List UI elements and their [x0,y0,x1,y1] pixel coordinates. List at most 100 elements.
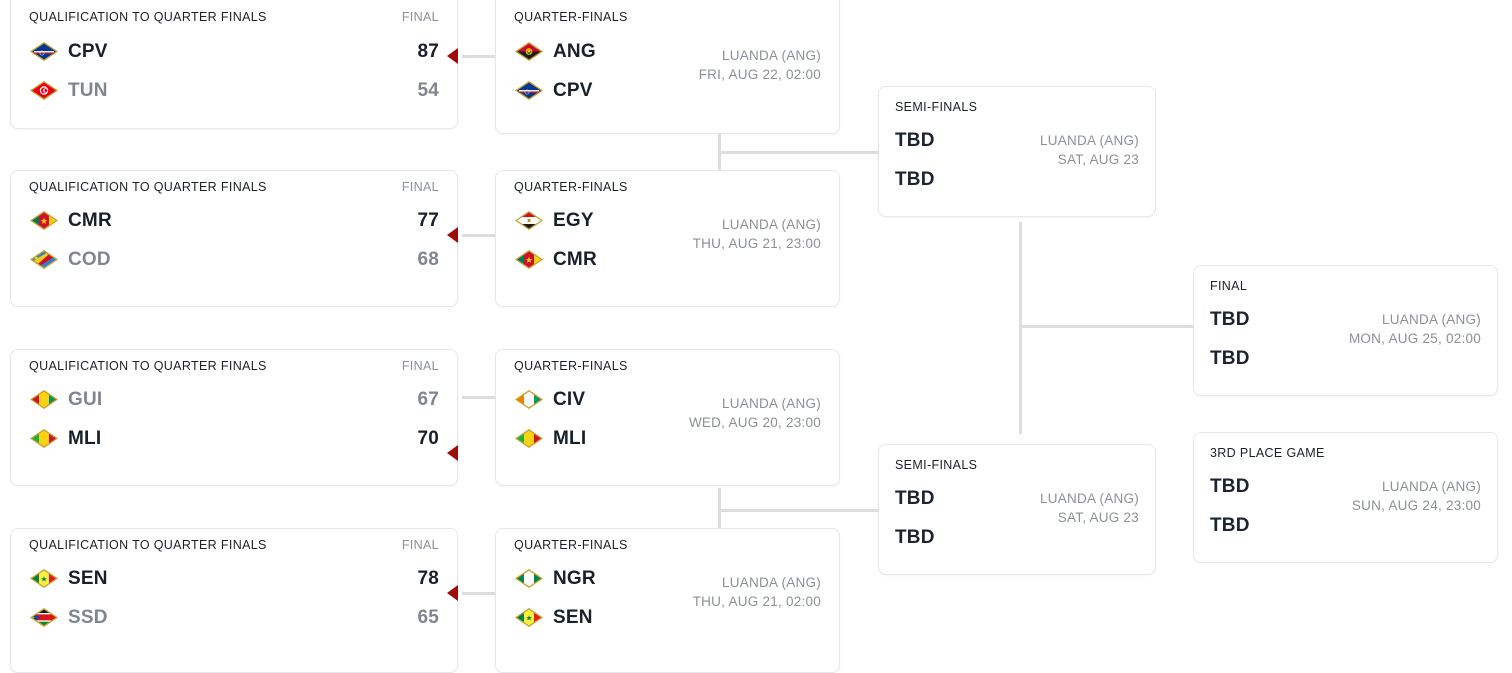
quarter-final-card-3[interactable]: QUARTER-FINALS CIV [495,349,840,486]
connector-semi-to-final [1019,325,1197,328]
quarter-final-card-4[interactable]: QUARTER-FINALS NGR [495,528,840,673]
quarter-final-card-2[interactable]: QUARTER-FINALS EGY [495,170,840,307]
flag-cmr-icon [515,250,543,269]
semi-final-card-2[interactable]: SEMI-FINALS TBD TBD LUANDA (ANG) SAT, AU… [878,444,1156,575]
team-code: TBD [1210,308,1250,330]
card-title: SEMI-FINALS [895,458,978,472]
qualification-card-2[interactable]: QUALIFICATION TO QUARTER FINALS FINAL CM… [10,170,458,307]
qualification-card-3[interactable]: QUALIFICATION TO QUARTER FINALS FINAL GU… [10,349,458,486]
team-rows: TBD TBD [895,479,1015,557]
game-datetime: SAT, AUG 23 [1057,510,1139,525]
team-code: NGR [553,567,596,589]
game-venue: LUANDA (ANG) [1039,491,1139,506]
table-row[interactable]: TBD [895,518,1015,557]
final-score-label: FINAL [401,180,439,194]
game-venue: LUANDA (ANG) [721,48,821,63]
team-rows: NGR SEN [514,559,694,637]
table-row[interactable]: CPV [514,71,694,110]
team-code: GUI [68,388,103,410]
quarter-final-card-1[interactable]: QUARTER-FINALS ANG [495,0,840,134]
team-score: 67 [417,388,439,410]
table-row[interactable]: MLI [514,419,694,458]
card-header: QUARTER-FINALS [514,10,821,24]
table-row[interactable]: ANG [514,32,694,71]
table-row[interactable]: TBD [1210,300,1330,339]
table-row[interactable]: GUI 67 [29,380,439,419]
semi-final-card-1[interactable]: SEMI-FINALS TBD TBD LUANDA (ANG) SAT, AU… [878,86,1156,217]
winner-arrow-qual-4 [447,585,458,601]
card-header: QUALIFICATION TO QUARTER FINALS FINAL [29,359,439,373]
table-row[interactable]: MLI 70 [29,419,439,458]
qualification-card-4[interactable]: QUALIFICATION TO QUARTER FINALS FINAL SE… [10,528,458,673]
table-row[interactable]: SSD 65 [29,598,439,637]
table-row[interactable]: SEN [514,598,694,637]
card-header: QUALIFICATION TO QUARTER FINALS FINAL [29,10,439,24]
table-row[interactable]: CIV [514,380,694,419]
team-code: CMR [68,209,112,231]
final-score-label: FINAL [401,538,439,552]
table-row[interactable]: TBD [895,160,1015,199]
qualification-card-1[interactable]: QUALIFICATION TO QUARTER FINALS FINAL CP… [10,0,458,129]
card-header: QUALIFICATION TO QUARTER FINALS FINAL [29,538,439,552]
table-row[interactable]: TBD [1210,467,1330,506]
game-meta: LUANDA (ANG) SAT, AUG 23 [1040,489,1139,527]
card-header: SEMI-FINALS [895,100,1139,114]
game-venue: LUANDA (ANG) [1381,479,1481,494]
table-row[interactable]: TUN 54 [29,71,439,110]
flag-tun-icon [30,81,58,100]
card-header: QUARTER-FINALS [514,359,821,373]
card-title: QUALIFICATION TO QUARTER FINALS [29,180,267,194]
flag-mli-icon [515,429,543,448]
final-card[interactable]: FINAL TBD TBD LUANDA (ANG) MON, AUG 25, … [1193,265,1498,396]
card-header: QUALIFICATION TO QUARTER FINALS FINAL [29,180,439,194]
team-rows: TBD TBD [895,121,1015,199]
game-datetime: WED, AUG 20, 23:00 [688,415,821,430]
game-datetime: THU, AUG 21, 02:00 [692,594,821,609]
game-venue: LUANDA (ANG) [1039,133,1139,148]
team-rows: CIV MLI [514,380,694,458]
team-rows: SEN 78 SSD [29,559,439,637]
table-row[interactable]: SEN 78 [29,559,439,598]
team-code: CIV [553,388,586,410]
connector-qf-pair-1-to-semi [718,151,880,154]
card-header: QUARTER-FINALS [514,180,821,194]
flag-cpv-icon [515,81,543,100]
connector-semi-vertical [1019,222,1022,434]
table-row[interactable]: NGR [514,559,694,598]
table-row[interactable]: EGY [514,201,694,240]
flag-gui-icon [30,390,58,409]
team-rows: TBD TBD [1210,300,1330,378]
card-title: QUARTER-FINALS [514,10,628,24]
flag-civ-icon [515,390,543,409]
table-row[interactable]: TBD [1210,506,1330,545]
table-row[interactable]: CMR [514,240,694,279]
table-row[interactable]: TBD [1210,339,1330,378]
table-row[interactable]: TBD [895,479,1015,518]
team-score: 78 [417,567,439,589]
game-meta: LUANDA (ANG) SUN, AUG 24, 23:00 [1352,477,1481,515]
flag-egy-icon [515,211,543,230]
card-header: SEMI-FINALS [895,458,1139,472]
game-meta: LUANDA (ANG) THU, AUG 21, 02:00 [693,573,821,611]
card-title: QUALIFICATION TO QUARTER FINALS [29,359,267,373]
table-row[interactable]: CMR 77 [29,201,439,240]
table-row[interactable]: TBD [895,121,1015,160]
team-rows: GUI 67 MLI 70 [29,380,439,458]
table-row[interactable]: CPV 87 [29,32,439,71]
game-meta: LUANDA (ANG) MON, AUG 25, 02:00 [1349,310,1481,348]
team-code: TUN [68,79,108,101]
connector-qual-1 [462,55,498,58]
flag-mli-icon [30,429,58,448]
team-code: TBD [1210,514,1250,536]
flag-ang-icon [515,42,543,61]
team-code: TBD [895,487,935,509]
game-datetime: FRI, AUG 22, 02:00 [698,67,821,82]
third-place-card[interactable]: 3RD PLACE GAME TBD TBD LUANDA (ANG) SUN,… [1193,432,1498,563]
final-score-label: FINAL [401,10,439,24]
team-code: COD [68,248,111,270]
game-datetime: MON, AUG 25, 02:00 [1348,331,1481,346]
table-row[interactable]: COD 68 [29,240,439,279]
card-title: QUARTER-FINALS [514,180,628,194]
game-meta: LUANDA (ANG) FRI, AUG 22, 02:00 [699,46,821,84]
